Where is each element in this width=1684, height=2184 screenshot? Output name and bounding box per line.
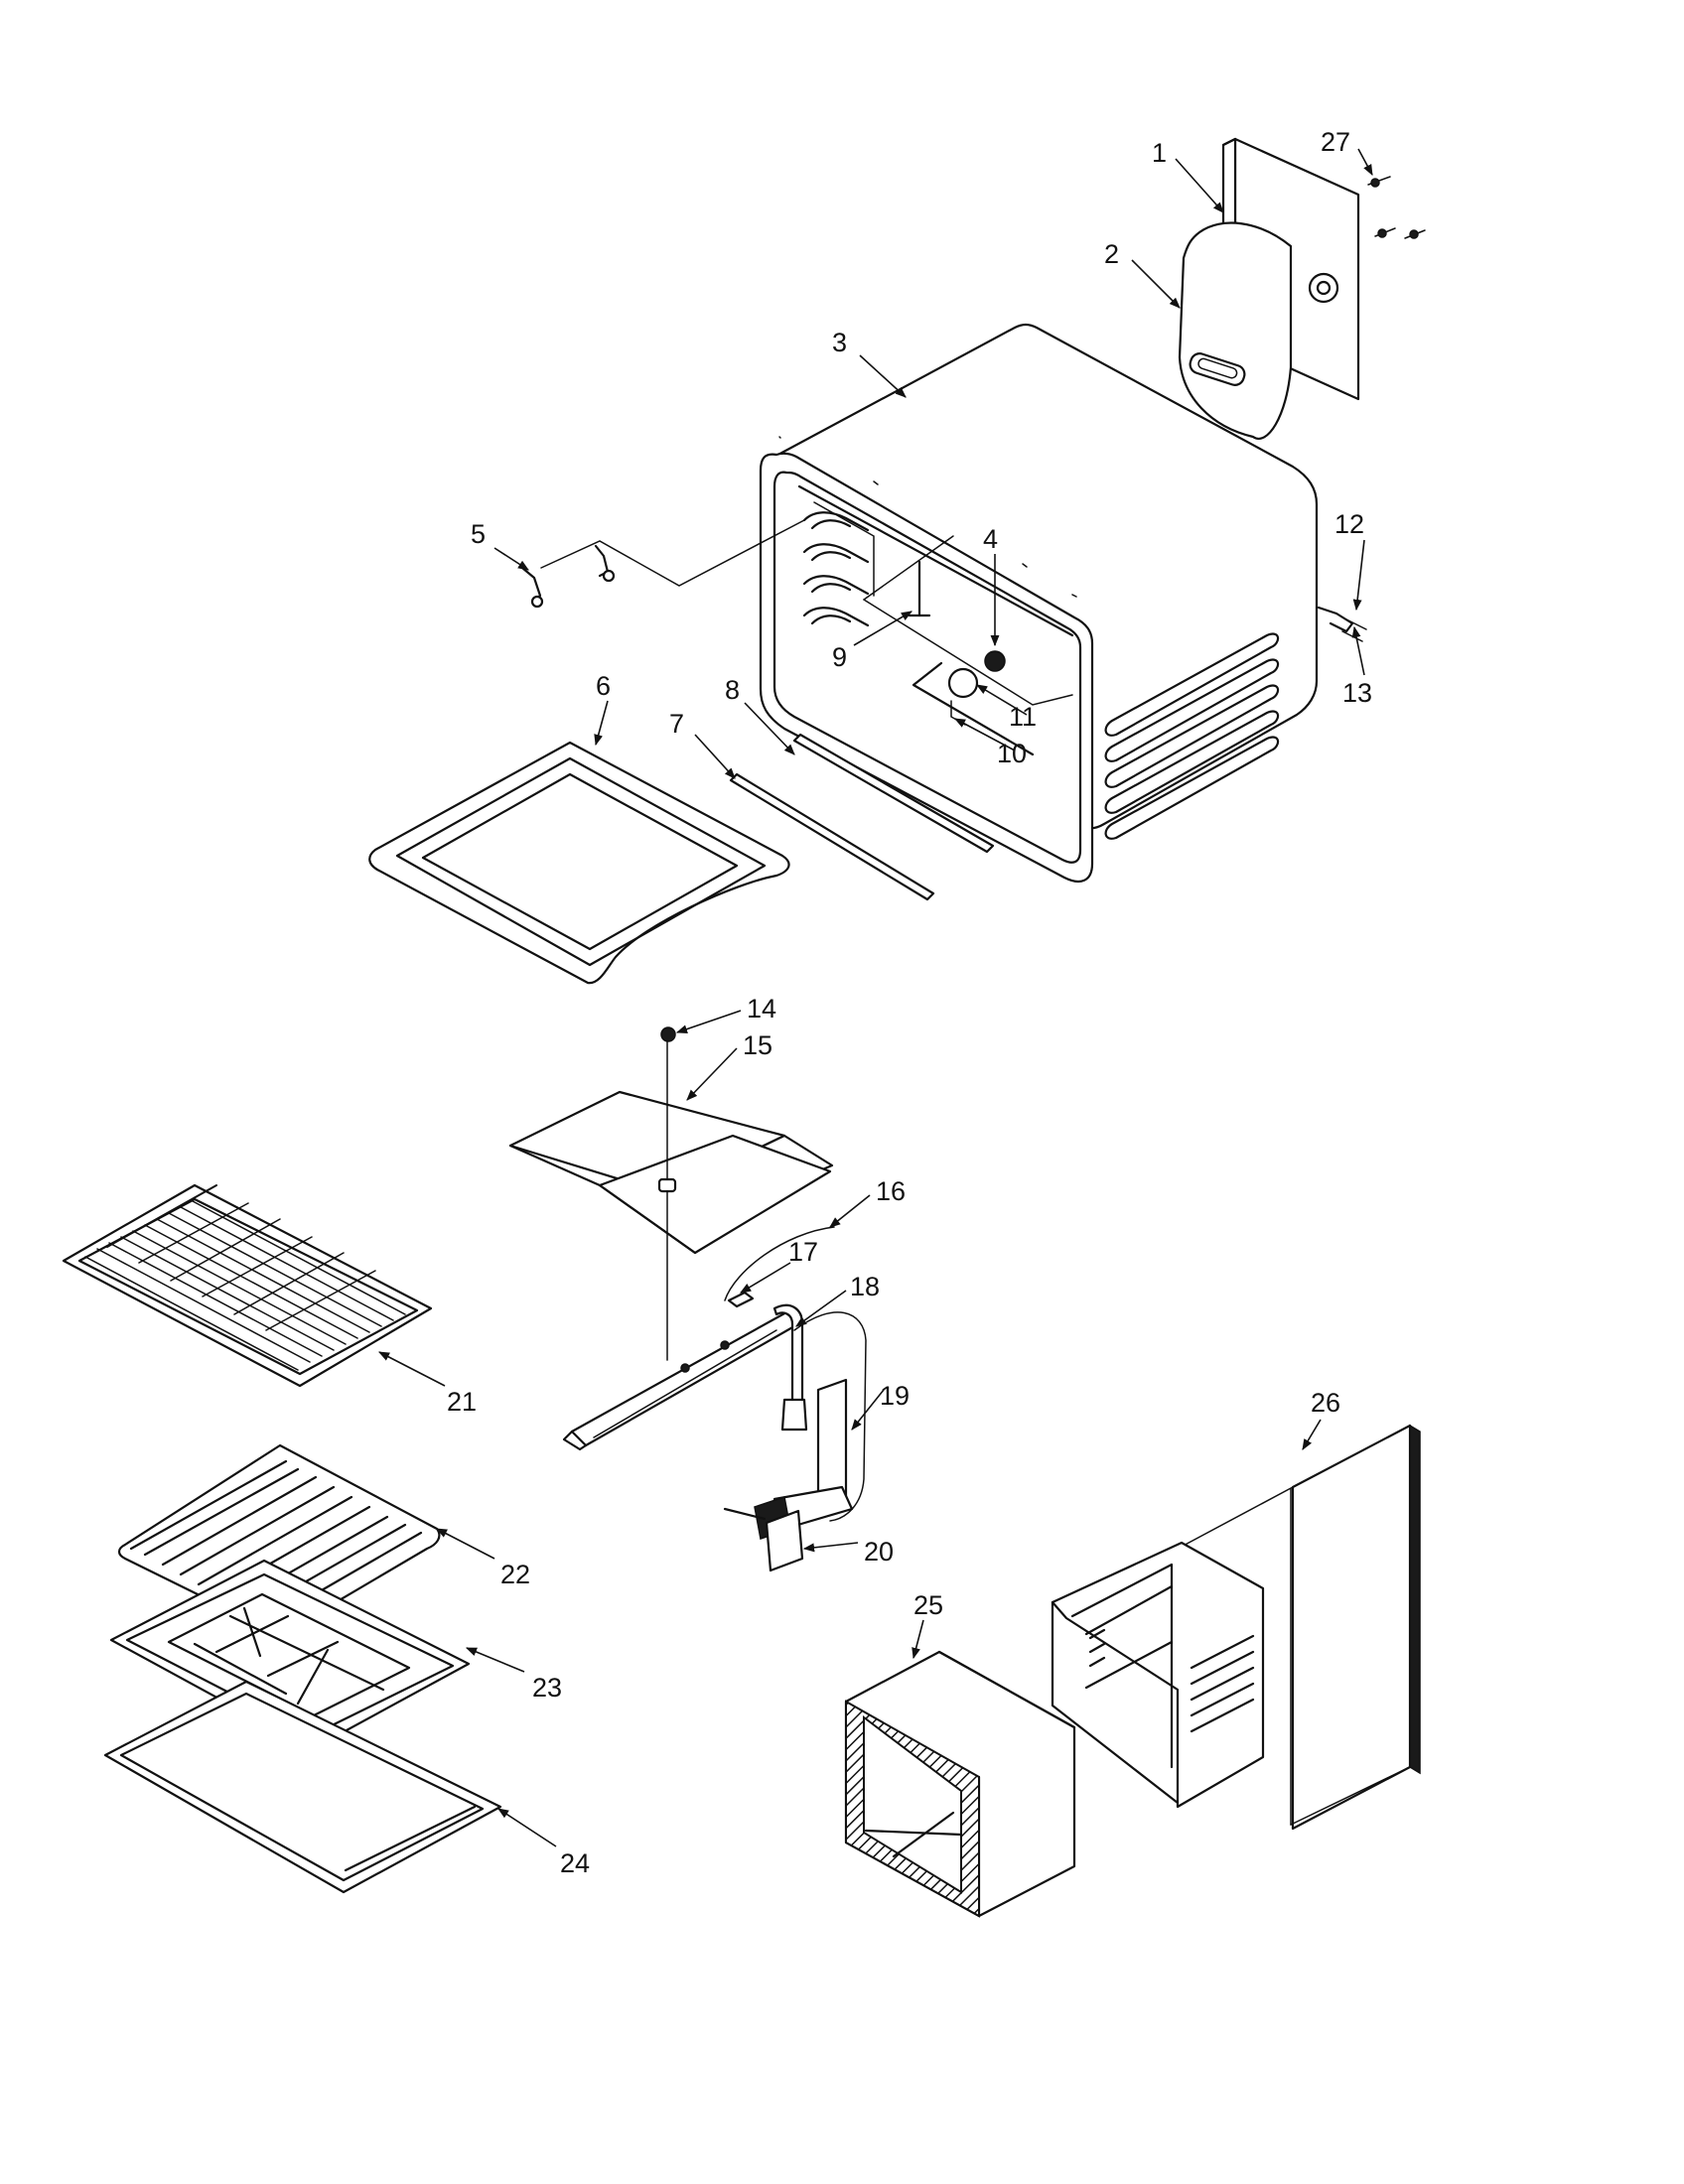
callout-12: 12: [1334, 509, 1364, 539]
callout-6: 6: [596, 671, 611, 701]
callout-23: 23: [532, 1673, 562, 1703]
callout-13: 13: [1342, 678, 1372, 708]
callout-3: 3: [832, 328, 847, 357]
drip-tray-part: [103, 1680, 502, 1894]
callout-19: 19: [880, 1381, 910, 1411]
bolt-part: [908, 560, 931, 617]
callout-22: 22: [500, 1560, 530, 1589]
callout-15: 15: [743, 1030, 772, 1060]
callout-4: 4: [983, 524, 998, 554]
callout-8: 8: [725, 675, 740, 705]
side-clip-part: [1317, 606, 1367, 642]
callout-leaders: [378, 148, 1373, 1847]
callout-labels: 1 2 3 4 5 6 7 8 9 10 11 12 13 14 15 16 1…: [447, 127, 1372, 1878]
oven-cavity-part: [759, 323, 1319, 883]
outer-housing-part: [844, 1424, 1421, 1918]
oven-rack-part: [62, 1183, 433, 1388]
callout-24: 24: [560, 1848, 590, 1878]
baffle-part: [508, 1026, 835, 1361]
callout-17: 17: [788, 1237, 818, 1267]
callout-20: 20: [864, 1537, 894, 1567]
door-glass-part: [368, 741, 790, 985]
callout-27: 27: [1321, 127, 1350, 157]
callout-26: 26: [1311, 1388, 1340, 1418]
handle-bracket-part: [1178, 221, 1293, 440]
callout-11: 11: [1009, 702, 1037, 732]
callout-16: 16: [876, 1176, 906, 1206]
rail-part: [729, 733, 995, 901]
callout-1: 1: [1152, 138, 1167, 168]
callout-18: 18: [850, 1272, 880, 1301]
callout-14: 14: [747, 994, 776, 1024]
callout-25: 25: [913, 1590, 943, 1620]
callout-9: 9: [832, 642, 847, 672]
callout-5: 5: [471, 519, 486, 549]
callout-2: 2: [1104, 239, 1119, 269]
callout-7: 7: [669, 709, 684, 739]
callout-21: 21: [447, 1387, 477, 1417]
callout-10: 10: [997, 739, 1027, 768]
rack-clip-part: [520, 519, 805, 609]
burner-part: [562, 1291, 867, 1572]
